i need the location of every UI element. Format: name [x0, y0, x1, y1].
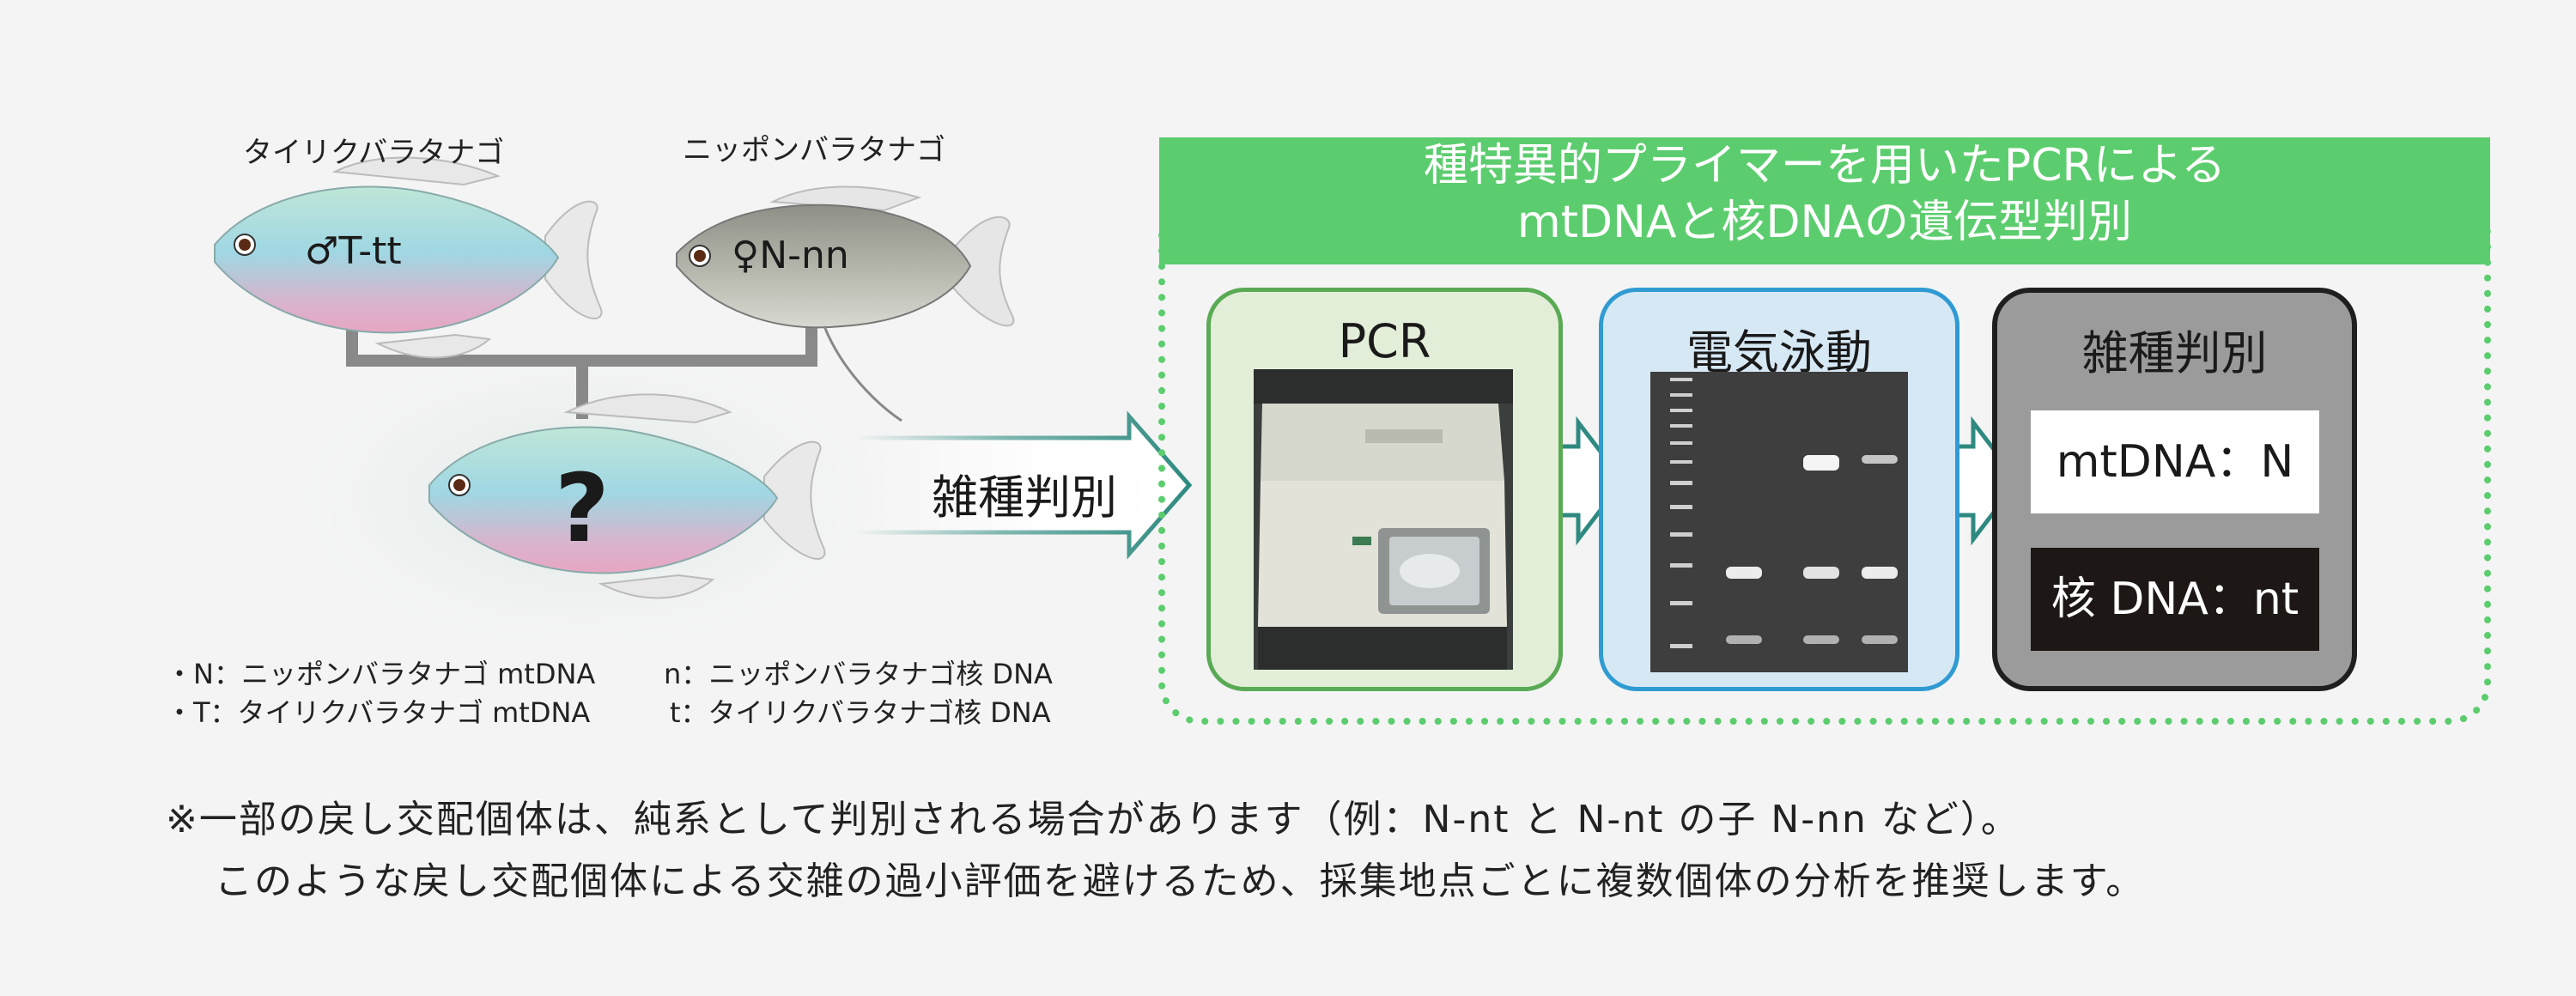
- hybrid-fish: [428, 393, 826, 599]
- legend-N: ・N：ニッポンバラタナゴ mtDNA: [166, 658, 596, 690]
- nuclear-dna-result: 核 DNA：nt: [2031, 548, 2319, 651]
- legend-T: ・T：タイリクバラタナゴ mtDNA: [166, 696, 591, 729]
- main-arrow: [852, 410, 1193, 560]
- male-parent-name: タイリクバラタナゴ: [243, 136, 505, 170]
- hybrid-question-mark: ?: [555, 453, 610, 563]
- male-parent-label: ♂T-tt: [305, 229, 402, 273]
- hybrid-id-arrow-label: 雑種判別: [932, 471, 1117, 525]
- electrophoresis-step-title: 電気泳動: [1686, 325, 1872, 380]
- electrophoresis-step-box: 電気泳動: [1599, 288, 1959, 691]
- mtdna-result: mtDNA：N: [2031, 410, 2319, 513]
- result-step-title: 雑種判別: [2081, 326, 2268, 380]
- banner-line-1: 種特異的プライマーを用いたPCRによる: [1423, 140, 2227, 191]
- method-banner: 種特異的プライマーを用いたPCRによる mtDNAと核DNAの遺伝型判別: [1159, 137, 2490, 264]
- female-parent-label: ♀N-nn: [732, 234, 849, 277]
- note-line-2: このような戻し交配個体による交雑の過小評価を避けるため、採集地点ごとに複数個体の…: [215, 859, 2146, 903]
- note-line-1: ※一部の戻し交配個体は、純系として判別される場合があります（例：N-nt と N…: [166, 798, 2020, 841]
- legend-n: n：ニッポンバラタナゴ核 DNA: [664, 658, 1053, 690]
- pcr-step-title: PCR: [1338, 314, 1431, 368]
- legend-t: t：タイリクバラタナゴ核 DNA: [670, 696, 1051, 729]
- tairiku-fish: [214, 156, 603, 359]
- banner-line-2: mtDNAと核DNAの遺伝型判別: [1516, 197, 2133, 248]
- pcr-step-box: PCR: [1206, 288, 1563, 691]
- female-parent-name: ニッポンバラタナゴ: [683, 133, 945, 167]
- nippon-fish: [676, 185, 1015, 422]
